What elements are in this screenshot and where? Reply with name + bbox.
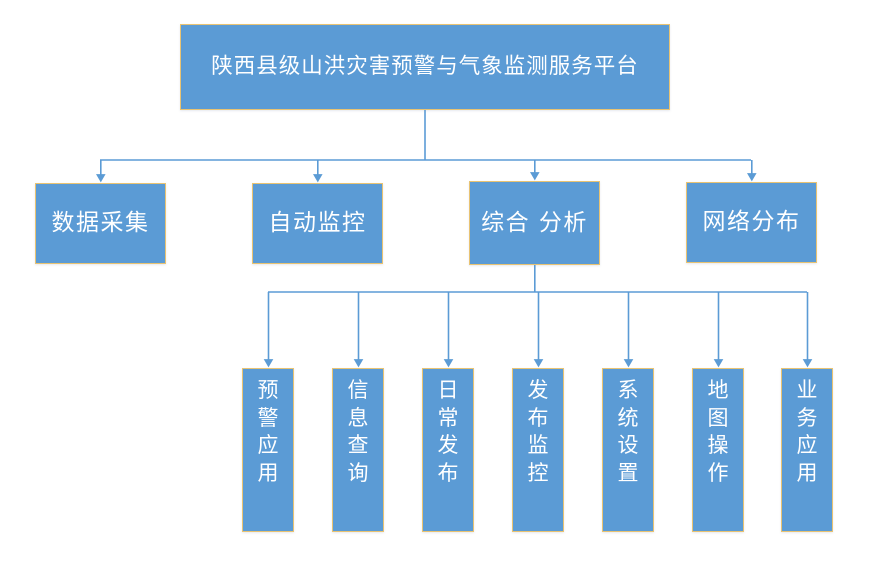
node-level2-label: 网络分布 xyxy=(702,209,801,236)
node-root-platform[interactable]: 陕西县级山洪灾害预警与气象监测服务平台 xyxy=(180,24,670,110)
node-level3-system-settings[interactable]: 系统设置 xyxy=(602,368,654,532)
node-level3-label: 信息查询 xyxy=(347,378,369,486)
node-level2-label: 综合 分析 xyxy=(481,209,588,236)
node-level3-label: 预警应用 xyxy=(257,378,279,486)
node-level2-auto-monitoring[interactable]: 自动监控 xyxy=(252,183,383,264)
node-level2-data-collection[interactable]: 数据采集 xyxy=(35,183,166,264)
node-level3-release-monitoring[interactable]: 发布监控 xyxy=(512,368,564,532)
node-level3-business-application[interactable]: 业务应用 xyxy=(781,368,833,532)
node-level3-label: 地图操作 xyxy=(707,378,729,486)
node-level2-label: 自动监控 xyxy=(268,210,367,237)
node-level3-label: 发布监控 xyxy=(527,378,549,486)
node-level3-label: 日常发布 xyxy=(437,378,459,486)
node-root-label: 陕西县级山洪灾害预警与气象监测服务平台 xyxy=(211,54,639,80)
node-level2-network-distribution[interactable]: 网络分布 xyxy=(686,182,817,263)
node-level2-label: 数据采集 xyxy=(51,210,150,237)
node-level3-label: 系统设置 xyxy=(617,378,639,486)
node-level3-information-query[interactable]: 信息查询 xyxy=(332,368,384,532)
node-level2-comprehensive-analysis[interactable]: 综合 分析 xyxy=(469,181,600,265)
node-level3-warning-application[interactable]: 预警应用 xyxy=(242,368,294,532)
node-level3-map-operation[interactable]: 地图操作 xyxy=(692,368,744,532)
node-level3-daily-release[interactable]: 日常发布 xyxy=(422,368,474,532)
node-level3-label: 业务应用 xyxy=(796,378,818,486)
